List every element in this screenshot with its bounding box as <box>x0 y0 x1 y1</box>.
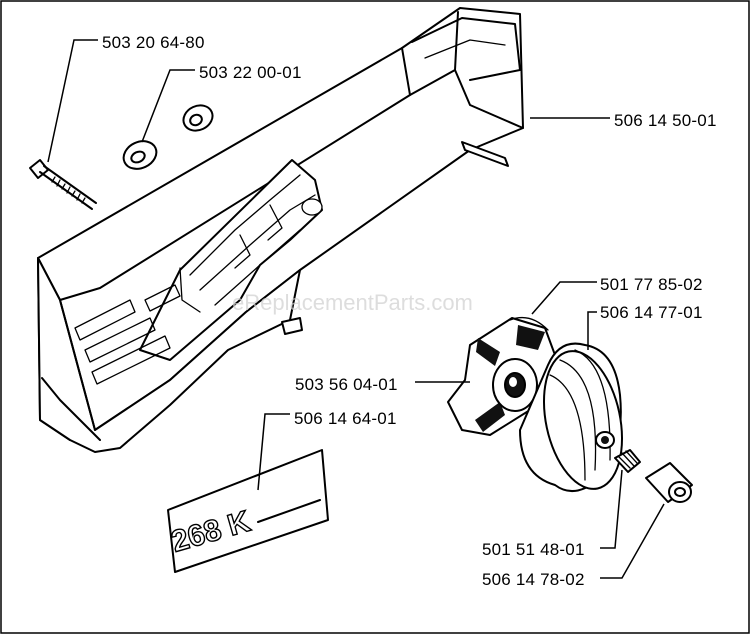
label-drum: 506 14 77-01 <box>600 303 703 322</box>
spring-part <box>509 316 549 331</box>
watermark: eReplacementParts.com <box>232 290 473 315</box>
clutch-part[interactable] <box>447 317 556 436</box>
bushing-part[interactable] <box>119 101 217 174</box>
bolt-part[interactable] <box>29 159 97 210</box>
leader-lines <box>47 39 665 579</box>
label-bearing: 501 51 48-01 <box>482 540 585 559</box>
label-sleeve: 506 14 78-02 <box>482 570 585 589</box>
label-decal: 506 14 64-01 <box>294 409 397 428</box>
label-bolt: 503 20 64-80 <box>102 33 205 52</box>
clutch-cover-part[interactable] <box>37 7 524 453</box>
decal-part[interactable]: 268 K <box>167 449 329 573</box>
sleeve-part[interactable] <box>645 462 693 503</box>
drum-part[interactable] <box>519 342 634 497</box>
label-cover: 506 14 50-01 <box>614 111 717 130</box>
bearing-part[interactable] <box>614 449 641 473</box>
label-spring: 501 77 85-02 <box>600 275 703 294</box>
label-bushing: 503 22 00-01 <box>199 63 302 82</box>
label-clutch: 503 56 04-01 <box>295 375 398 394</box>
